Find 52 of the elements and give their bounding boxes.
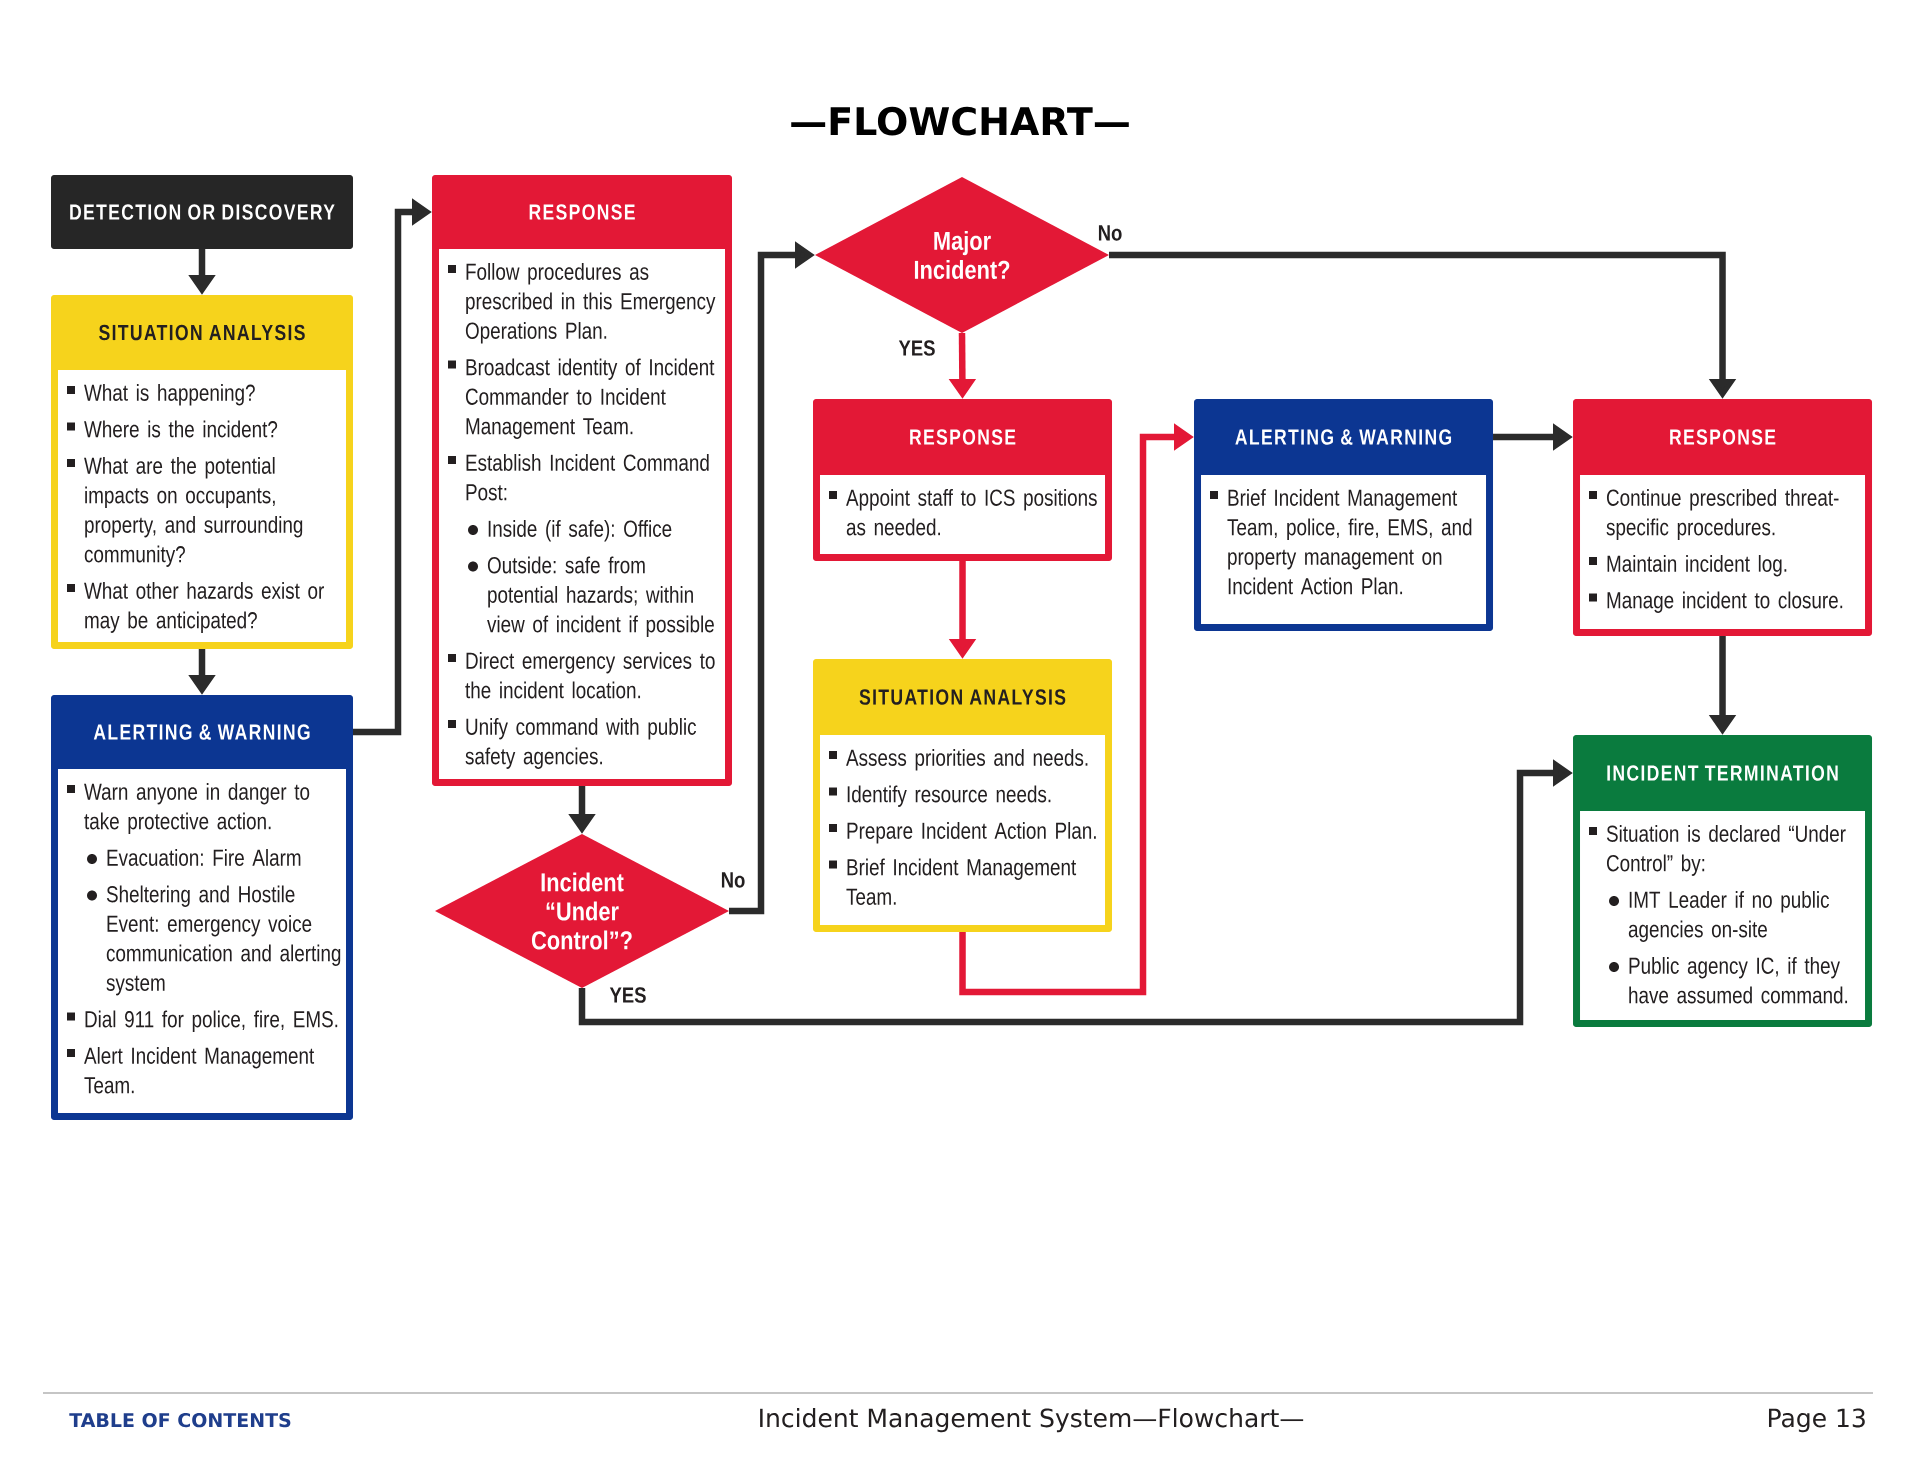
box-heading: INCIDENT TERMINATION	[1607, 765, 1838, 781]
bullet-text: Broadcast identity of Incident Commander to Incident Management Team.	[465, 358, 715, 439]
edge-label: YES	[897, 339, 937, 357]
box-heading: ALERTING & WARNING	[93, 724, 310, 740]
bullet-text: Dial 911 for police, fire, EMS.	[85, 1010, 338, 1032]
bullet-text: Warn anyone in danger to take protective action.	[84, 783, 310, 834]
process-box	[1573, 399, 1872, 636]
process-box	[1573, 735, 1872, 1027]
process-box	[1194, 399, 1493, 631]
bullet-text: Inside (if safe): Office	[488, 520, 672, 542]
bullet-text: Appoint staff to ICS positions as needed.	[846, 489, 1097, 536]
process-box	[813, 399, 1112, 561]
box-heading: RESPONSE	[529, 204, 635, 220]
bullet-text: Continue prescribed threat-specific procedures.	[1606, 489, 1839, 540]
bullet-text: Brief Incident Management Team.	[846, 858, 1077, 905]
box-heading: ALERTING & WARNING	[1235, 429, 1452, 445]
bullet-text: What are the potential impacts on occupants, property, and surrounding community?	[84, 457, 303, 567]
bullet-text: IMT Leader if no public agencies on-site	[1628, 891, 1830, 942]
box-heading: SITUATION ANALYSIS	[859, 689, 1066, 705]
bullet-text: Prepare Incident Action Plan.	[847, 822, 1096, 844]
bullet-text: Manage incident to closure.	[1607, 591, 1843, 613]
process-box	[813, 659, 1112, 932]
bullet-text: Direct emergency services to the incident location.	[465, 652, 715, 699]
bullet-text: Establish Incident Command Post:	[466, 454, 709, 501]
process-box	[51, 695, 353, 1120]
bullet-text: Outside: safe from potential hazards; within view of incident if possible	[487, 556, 714, 637]
bullet-text: Public agency IC, if they have assumed command.	[1629, 957, 1848, 1004]
page-number: Page 13	[1769, 1408, 1865, 1433]
bullet-text: Brief Incident Management Team, police, fire, EMS, and property management on Incident Action Plan.	[1227, 489, 1472, 595]
process-box	[51, 175, 353, 249]
bullet-text: Identify resource needs.	[847, 785, 1051, 807]
bullet-text: Assess priorities and needs.	[846, 749, 1088, 771]
bullet-text: What is happening?	[84, 384, 255, 406]
contents-link: TABLE OF CONTENTS	[69, 1412, 291, 1428]
bullet-text: Unify command with public safety agencies.	[465, 718, 697, 769]
bullet-text: Where is the incident?	[84, 420, 278, 438]
edge-label: YES	[608, 986, 648, 1004]
title: —FLOWCHART—	[791, 106, 1129, 136]
box-heading: SITUATION ANALYSIS	[99, 324, 305, 341]
box-heading: RESPONSE	[1670, 429, 1776, 445]
box-heading: RESPONSE	[910, 429, 1016, 445]
bullet-text: Situation is declared “Under Control” by:	[1606, 825, 1846, 876]
bullet-text: Maintain incident log.	[1607, 555, 1787, 577]
footer-text: Incident Management System—Flowchart—	[760, 1408, 1304, 1433]
bullet-text: Follow procedures as prescribed in this Emergency Operations Plan.	[465, 263, 716, 344]
bullet-text: Alert Incident Management Team.	[84, 1047, 315, 1094]
bullet-text: What other hazards exist or may be anticipated?	[84, 582, 324, 633]
bullet-text: Evacuation: Fire Alarm	[107, 849, 301, 866]
process-box	[432, 175, 732, 786]
process-box	[51, 295, 353, 649]
box-heading: DETECTION OR DISCOVERY	[70, 204, 335, 220]
bullet-text: Sheltering and Hostile Event: emergency voice communication and alerting system	[106, 885, 341, 996]
